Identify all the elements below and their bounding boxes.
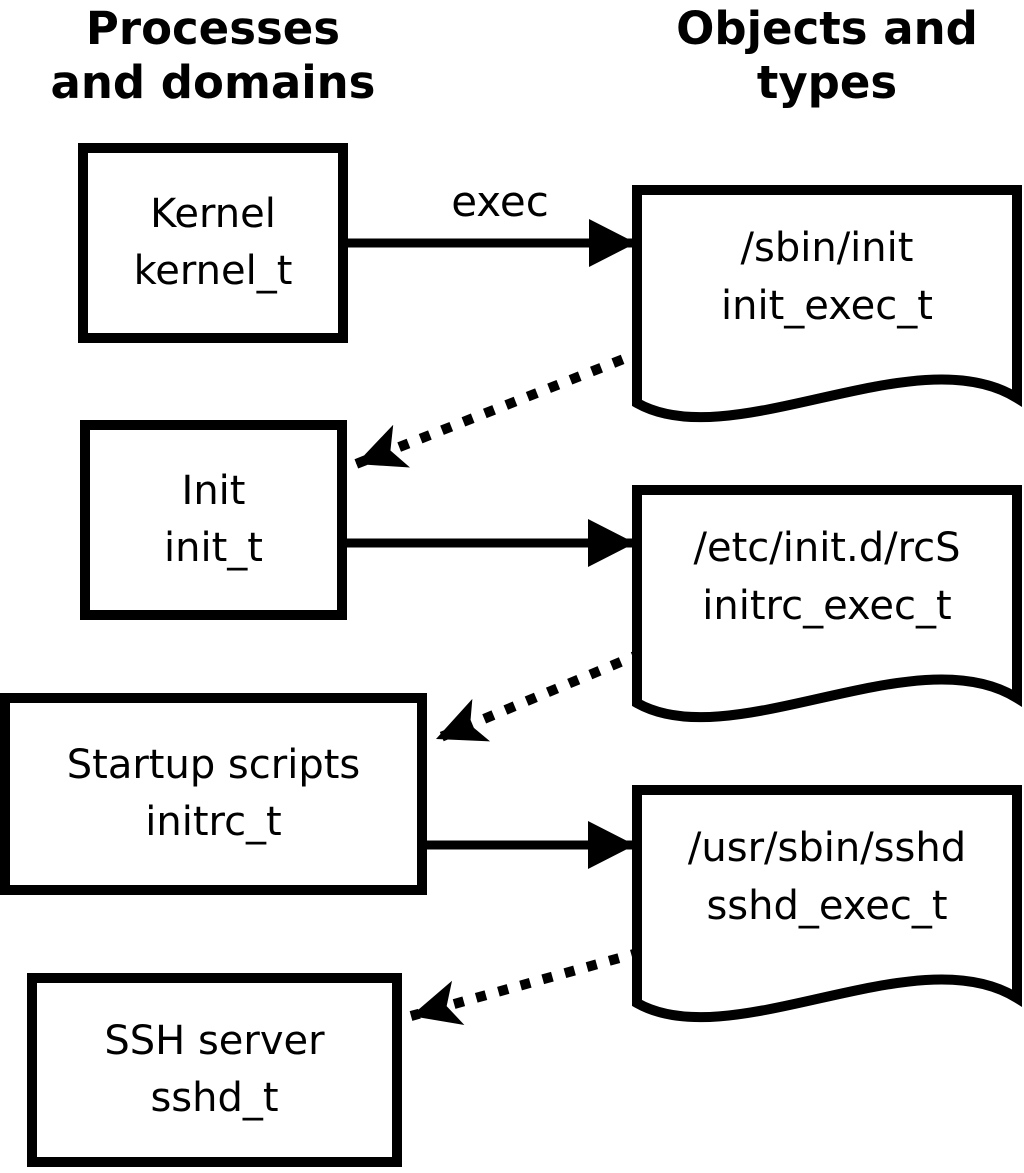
document-shape-icon xyxy=(632,185,1022,423)
object-path: /etc/init.d/rcS xyxy=(693,525,961,571)
object-doc-etc-initd-rcs: /etc/init.d/rcS initrc_exec_t xyxy=(632,485,1022,747)
column-header-processes: Processes and domains xyxy=(8,2,418,110)
transition-arrow-sbin-init-to-init xyxy=(354,346,646,469)
process-box-init: Init init_t xyxy=(80,420,347,620)
exec-arrow-label: exec xyxy=(451,177,549,226)
column-header-processes-line2: and domains xyxy=(50,56,376,109)
object-type: initrc_exec_t xyxy=(702,583,952,629)
document-shape-icon xyxy=(632,785,1022,1023)
column-header-objects-line1: Objects and xyxy=(676,2,978,55)
process-domain: init_t xyxy=(164,525,263,571)
object-doc-text: /sbin/init init_exec_t xyxy=(637,219,1017,335)
process-label: Kernel xyxy=(150,191,276,237)
process-box-ssh-server: SSH server sshd_t xyxy=(27,973,402,1167)
column-header-processes-line1: Processes xyxy=(85,2,341,55)
process-label: Startup scripts xyxy=(66,742,361,788)
process-label: Init xyxy=(181,468,246,514)
object-doc-sbin-init: /sbin/init init_exec_t xyxy=(632,185,1022,447)
column-header-objects: Objects and types xyxy=(622,2,1024,110)
process-domain: kernel_t xyxy=(133,248,293,294)
transition-arrow-sshd-exec-to-sshd xyxy=(409,947,643,1026)
object-path: /usr/sbin/sshd xyxy=(687,825,967,871)
object-doc-text: /usr/sbin/sshd sshd_exec_t xyxy=(637,819,1017,935)
object-path: /sbin/init xyxy=(740,225,914,271)
document-shape-icon xyxy=(632,485,1022,723)
process-label: SSH server xyxy=(104,1018,325,1064)
object-doc-text: /etc/init.d/rcS initrc_exec_t xyxy=(637,519,1017,635)
process-box-kernel: Kernel kernel_t xyxy=(78,143,348,343)
process-domain: initrc_t xyxy=(145,799,282,845)
process-box-startup-scripts: Startup scripts initrc_t xyxy=(0,693,427,895)
object-type: init_exec_t xyxy=(721,283,933,329)
process-domain: sshd_t xyxy=(150,1075,279,1121)
object-type: sshd_exec_t xyxy=(706,883,948,929)
object-doc-usr-sbin-sshd: /usr/sbin/sshd sshd_exec_t xyxy=(632,785,1022,1047)
transition-arrow-rcs-to-startup xyxy=(434,648,644,744)
column-header-objects-line2: types xyxy=(756,56,898,109)
